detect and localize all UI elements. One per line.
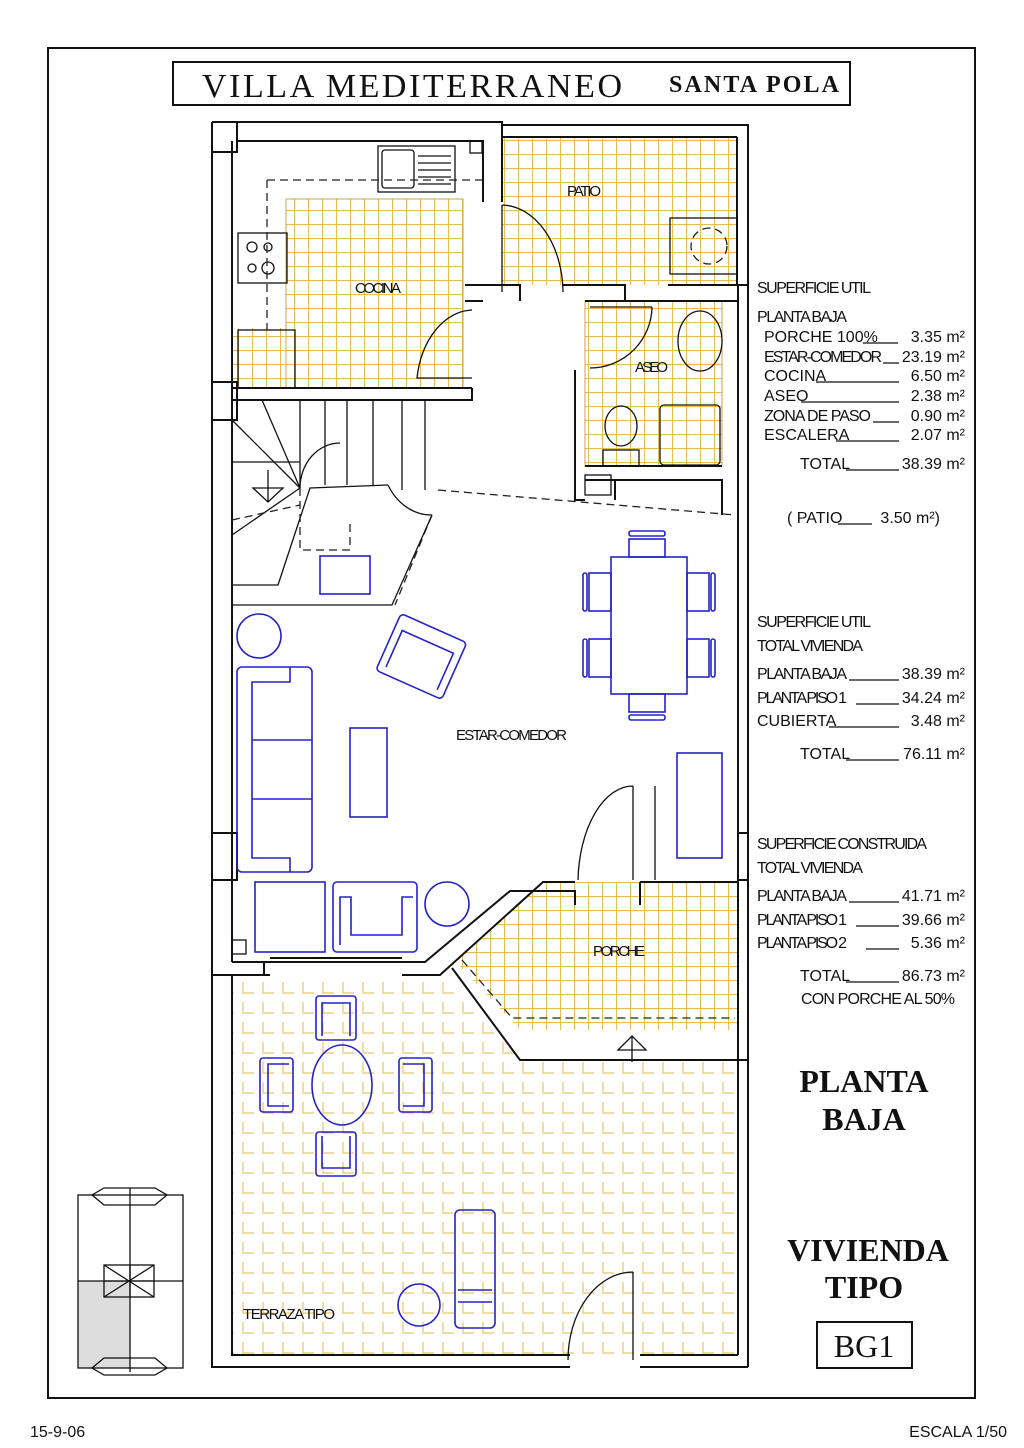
coffee-table — [349, 727, 388, 818]
svg-text:38.39 m²: 38.39 m² — [902, 666, 966, 683]
svg-text:ESTAR-COMEDOR: ESTAR-COMEDOR — [764, 349, 882, 366]
svg-text:PLANTA BAJA: PLANTA BAJA — [757, 888, 847, 905]
project-title: VILLA MEDITERRANEO — [202, 68, 622, 105]
svg-text:BAJA: BAJA — [822, 1101, 906, 1137]
shower — [659, 404, 721, 466]
svg-text:PLANTA BAJA: PLANTA BAJA — [757, 666, 847, 683]
svg-text:PLANTA: PLANTA — [799, 1063, 928, 1099]
key-plan — [77, 1187, 184, 1376]
svg-text:VIVIENDA: VIVIENDA — [787, 1232, 949, 1268]
stove — [237, 232, 288, 284]
chair — [254, 881, 326, 953]
area-table-util-planta-baja: SUPERFICIE UTIL PLANTA BAJA PORCHE 100% … — [757, 280, 966, 527]
washbasin — [677, 310, 723, 372]
side-table — [236, 613, 282, 659]
washing-machine — [669, 217, 738, 275]
door-patio — [501, 204, 564, 293]
svg-text:TOTAL VIVIENDA: TOTAL VIVIENDA — [757, 860, 863, 877]
armchair — [332, 881, 418, 953]
svg-text:SUPERFICIE UTIL: SUPERFICIE UTIL — [757, 280, 871, 297]
svg-text:3.50 m²): 3.50 m²) — [880, 510, 940, 527]
svg-text:TOTAL: TOTAL — [800, 968, 850, 985]
kitchen-sink — [377, 145, 456, 193]
walls — [211, 121, 749, 1368]
svg-text:34.24 m²: 34.24 m² — [902, 690, 966, 707]
room-labels: COCINA PATIO ASEO ESTAR-COMEDOR PORCHE T… — [243, 183, 668, 1323]
svg-text:PLANTA PISO 2: PLANTA PISO 2 — [757, 935, 847, 952]
tiled-floors — [232, 137, 737, 1355]
area-table-util-total: SUPERFICIE UTIL TOTAL VIVIENDA PLANTA BA… — [757, 614, 966, 763]
svg-text:86.73 m²: 86.73 m² — [902, 968, 966, 985]
svg-text:39.66 m²: 39.66 m² — [902, 912, 966, 929]
room-label-cocina: COCINA — [355, 280, 401, 297]
svg-text:41.71 m²: 41.71 m² — [902, 888, 966, 905]
svg-text:PLANTA PISO 1: PLANTA PISO 1 — [757, 690, 847, 707]
svg-text:ZONA DE PASO: ZONA DE PASO — [764, 408, 871, 425]
room-label-porche: PORCHE — [593, 943, 645, 960]
svg-text:2.38 m²: 2.38 m² — [911, 388, 966, 405]
room-label-terraza: TERRAZA TIPO — [243, 1306, 335, 1323]
svg-text:2.07 m²: 2.07 m² — [911, 427, 966, 444]
svg-text:23.19 m²: 23.19 m² — [902, 349, 966, 366]
svg-text:PLANTA BAJA: PLANTA BAJA — [757, 309, 847, 326]
svg-text:TOTAL: TOTAL — [800, 746, 850, 763]
round-table — [311, 1044, 373, 1126]
armchair — [376, 614, 467, 699]
footer-scale: ESCALA 1/50 — [909, 1424, 1007, 1441]
svg-text:TIPO: TIPO — [825, 1269, 903, 1305]
svg-text:ESCALERA: ESCALERA — [764, 427, 850, 444]
side-table — [424, 881, 470, 927]
svg-text:ASEO: ASEO — [764, 388, 808, 405]
sofa — [236, 666, 313, 873]
svg-text:3.35 m²: 3.35 m² — [911, 329, 966, 346]
svg-text:38.39 m²: 38.39 m² — [902, 456, 966, 473]
fixtures — [231, 140, 738, 955]
room-label-estar-comedor: ESTAR-COMEDOR — [456, 727, 567, 744]
svg-text:( PATIO: ( PATIO — [787, 510, 842, 527]
svg-text:3.48 m²: 3.48 m² — [911, 713, 966, 730]
room-label-patio: PATIO — [567, 183, 601, 200]
furniture — [236, 530, 723, 1329]
door-kitchen — [416, 309, 473, 379]
svg-text:TOTAL: TOTAL — [800, 456, 850, 473]
tv-unit — [319, 555, 371, 595]
sheet-border — [47, 47, 976, 1399]
cabinet — [676, 752, 723, 859]
door-aseo — [589, 306, 653, 369]
dining-table — [610, 556, 688, 695]
svg-text:PORCHE 100%: PORCHE 100% — [764, 329, 878, 346]
svg-text:COCINA: COCINA — [764, 368, 827, 385]
title-block: VILLA MEDITERRANEO SANTA POLA — [172, 61, 851, 106]
svg-text:CUBIERTA: CUBIERTA — [757, 713, 837, 730]
doors — [416, 204, 656, 1361]
svg-text:5.36 m²: 5.36 m² — [911, 935, 966, 952]
staircase — [231, 399, 736, 606]
project-location: SANTA POLA — [669, 72, 840, 98]
svg-text:PLANTA PISO 1: PLANTA PISO 1 — [757, 912, 847, 929]
plan-title: PLANTA BAJA — [799, 1063, 928, 1137]
sun-lounger — [454, 1209, 496, 1329]
room-label-aseo: ASEO — [635, 359, 668, 376]
terrace-side-table — [397, 1283, 441, 1327]
svg-text:TOTAL VIVIENDA: TOTAL VIVIENDA — [757, 638, 863, 655]
svg-text:SUPERFICIE UTIL: SUPERFICIE UTIL — [757, 614, 871, 631]
svg-text:0.90 m²: 0.90 m² — [911, 408, 966, 425]
svg-text:6.50 m²: 6.50 m² — [911, 368, 966, 385]
door-entrance — [577, 785, 656, 881]
footer-date: 15-9-06 — [30, 1424, 85, 1441]
type-code: BG1 — [834, 1328, 894, 1364]
area-table-construida: SUPERFICIE CONSTRUIDA TOTAL VIVIENDA PLA… — [757, 836, 966, 1008]
type-title: VIVIENDA TIPO BG1 — [787, 1232, 949, 1369]
svg-text:SUPERFICIE CONSTRUIDA: SUPERFICIE CONSTRUIDA — [757, 836, 927, 853]
svg-text:76.11 m²: 76.11 m² — [903, 746, 966, 763]
door-terrace — [567, 1271, 634, 1361]
svg-text:CON PORCHE AL 50%: CON PORCHE AL 50% — [801, 991, 955, 1008]
toilet — [604, 405, 638, 447]
